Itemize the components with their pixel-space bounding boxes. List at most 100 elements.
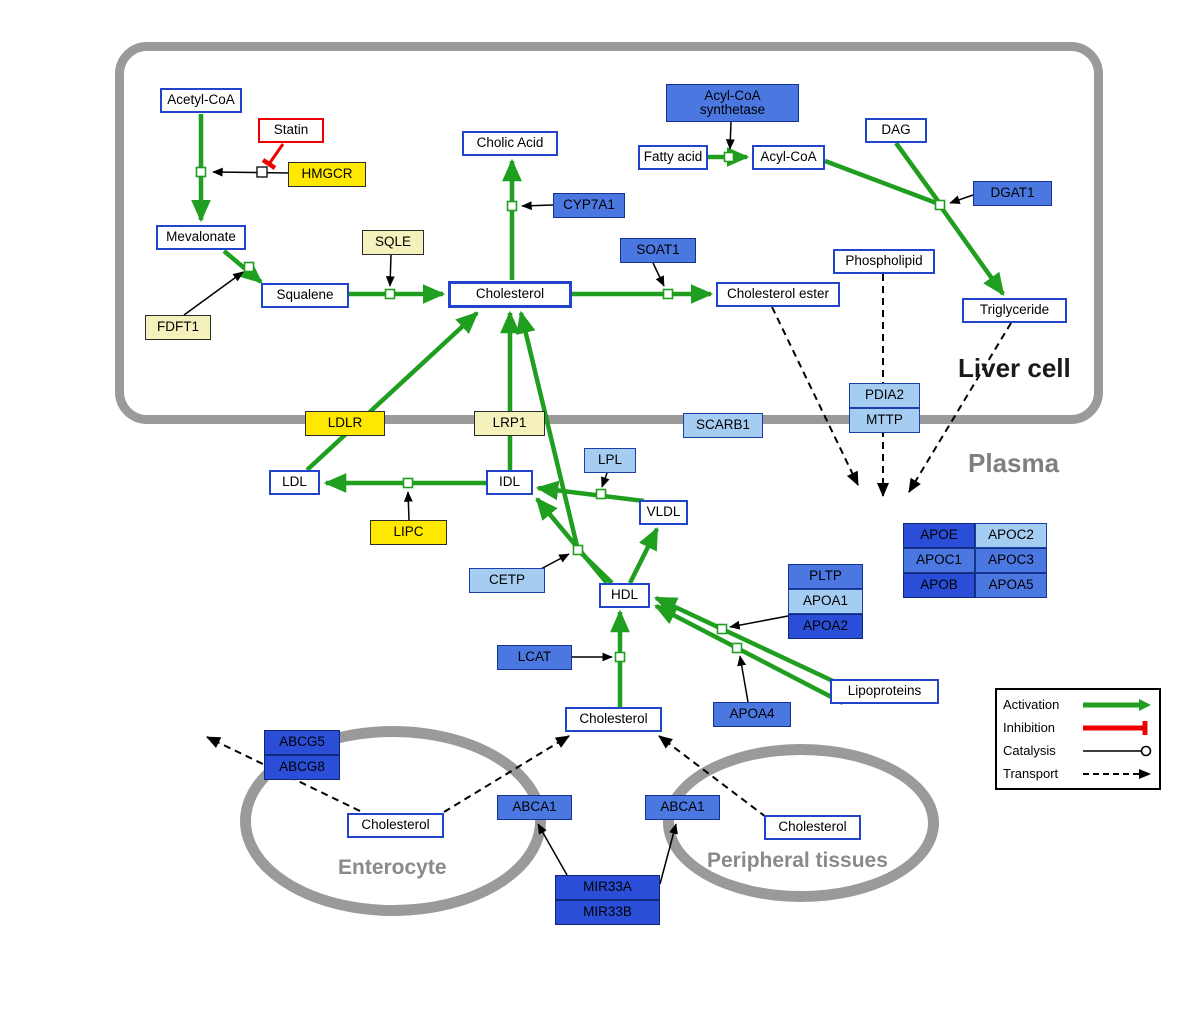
node-soat1[interactable]: SOAT1 [620, 238, 696, 263]
node-mttp[interactable]: MTTP [849, 408, 920, 433]
transport-peripheral-cholesterol-efflux [658, 735, 767, 818]
catalysis-cyp7a1 [521, 201, 554, 211]
reaction-anchor [731, 642, 743, 654]
node-ldl[interactable]: LDL [269, 470, 320, 495]
edge-mevalonate-to-squalene [222, 249, 263, 284]
node-triglyceride[interactable]: Triglyceride [962, 298, 1067, 323]
node-acyl-coa[interactable]: Acyl-CoA [752, 145, 825, 170]
legend-row-catalysis: Catalysis [1003, 743, 1153, 759]
reaction-anchor [595, 488, 607, 500]
node-statin[interactable]: Statin [258, 118, 324, 143]
node-lipc[interactable]: LIPC [370, 520, 447, 545]
node-mir33a[interactable]: MIR33A [555, 875, 660, 900]
activation-arrow-glyph [1083, 698, 1151, 711]
node-cyp7a1[interactable]: CYP7A1 [553, 193, 625, 218]
node-acyl-coa-synthetase[interactable]: Acyl-CoA synthetase [666, 84, 799, 122]
enterocyte-compartment [240, 726, 546, 916]
catalysis-soat1 [652, 262, 665, 287]
node-cholic-acid[interactable]: Cholic Acid [462, 131, 558, 156]
node-hmgcr[interactable]: HMGCR [288, 162, 366, 187]
edge-dag-to-dgat-junction [894, 141, 940, 203]
node-abcg5[interactable]: ABCG5 [264, 730, 340, 755]
node-fdft1[interactable]: FDFT1 [145, 315, 211, 340]
node-abcg8[interactable]: ABCG8 [264, 755, 340, 780]
node-cholesterol-plasma[interactable]: Cholesterol [565, 707, 662, 732]
node-lcat[interactable]: LCAT [497, 645, 572, 670]
node-cetp[interactable]: CETP [469, 568, 545, 593]
catalysis-lipc [403, 491, 413, 521]
enterocyte-label: Enterocyte [338, 856, 447, 879]
plasma-label: Plasma [968, 448, 1060, 478]
node-sqle[interactable]: SQLE [362, 230, 424, 255]
node-apob[interactable]: APOB [903, 573, 975, 598]
statin-hmgcr-junction-anchor [256, 166, 268, 178]
edge-dgat-junction-to-triglyceride [939, 205, 1005, 296]
node-apoc1[interactable]: APOC1 [903, 548, 975, 573]
node-scarb1[interactable]: SCARB1 [683, 413, 763, 438]
liver-cell-compartment [115, 42, 1103, 424]
node-cholesterol[interactable]: Cholesterol [448, 281, 572, 308]
node-mevalonate[interactable]: Mevalonate [156, 225, 246, 250]
node-apoa5[interactable]: APOA5 [975, 573, 1047, 598]
catalysis-cetp [538, 553, 570, 571]
node-phospholipid[interactable]: Phospholipid [833, 249, 935, 274]
node-dag[interactable]: DAG [865, 118, 927, 143]
node-mir33b[interactable]: MIR33B [555, 900, 660, 925]
node-cholesterol-peripheral[interactable]: Cholesterol [764, 815, 861, 840]
node-apoc2[interactable]: APOC2 [975, 523, 1047, 548]
node-abca1-enterocyte[interactable]: ABCA1 [497, 795, 572, 820]
reaction-anchor [402, 477, 414, 489]
node-cholesterol-enterocyte[interactable]: Cholesterol [347, 813, 444, 838]
reaction-anchor [384, 288, 396, 300]
transport-cholesterolester-to-plasma [771, 306, 859, 486]
node-apoa1[interactable]: APOA1 [788, 589, 863, 614]
node-squalene[interactable]: Squalene [261, 283, 349, 308]
node-abca1-peripheral[interactable]: ABCA1 [645, 795, 720, 820]
node-lipoproteins[interactable]: Lipoproteins [830, 679, 939, 704]
node-apoe[interactable]: APOE [903, 523, 975, 548]
reaction-anchor [195, 166, 207, 178]
catalysis-sqle [385, 254, 395, 287]
node-apoc3[interactable]: APOC3 [975, 548, 1047, 573]
interaction-mir33-abca1-left [537, 823, 568, 876]
liver-cell-label: Liver cell [958, 353, 1071, 383]
node-acetyl-coa[interactable]: Acetyl-CoA [160, 88, 242, 113]
inhibition-statin [267, 143, 285, 165]
legend-transport-label: Transport [1003, 766, 1059, 781]
reaction-anchor [614, 651, 626, 663]
node-cholesterol-ester[interactable]: Cholesterol ester [716, 282, 840, 307]
catalysis-acylcoa-synthetase [725, 121, 735, 150]
node-lrp1[interactable]: LRP1 [474, 411, 545, 436]
node-apoa4[interactable]: APOA4 [713, 702, 791, 727]
node-idl[interactable]: IDL [486, 470, 533, 495]
node-pltp[interactable]: PLTP [788, 564, 863, 589]
legend-catalysis-label: Catalysis [1003, 743, 1056, 758]
catalysis-circle-glyph [1083, 745, 1152, 756]
reaction-anchor [723, 151, 735, 163]
legend-row-transport: Transport [1003, 766, 1153, 782]
catalysis-lpl [601, 472, 610, 488]
reaction-anchor [934, 199, 946, 211]
reaction-anchor [572, 544, 584, 556]
node-lpl[interactable]: LPL [584, 448, 636, 473]
node-dgat1[interactable]: DGAT1 [973, 181, 1052, 206]
legend-activation-label: Activation [1003, 697, 1060, 712]
interaction-mir33-abca1-right [659, 823, 678, 885]
legend-row-activation: Activation [1003, 697, 1153, 713]
edge-hdl-to-idl [535, 497, 609, 585]
node-apoa2[interactable]: APOA2 [788, 614, 863, 639]
edge-lipoproteins-to-hdl-upper [653, 595, 834, 684]
node-fatty-acid[interactable]: Fatty acid [638, 145, 708, 170]
node-pdia2[interactable]: PDIA2 [849, 383, 920, 408]
inhibition-statin-tbar [261, 158, 277, 170]
edge-vldl-to-idl [535, 480, 645, 504]
node-vldl[interactable]: VLDL [639, 500, 688, 525]
inhibition-tbar-glyph [1083, 720, 1148, 735]
transport-triglyceride-to-plasma [908, 322, 1012, 493]
catalysis-apoa-complex [729, 615, 789, 630]
node-hdl[interactable]: HDL [599, 583, 650, 608]
reaction-anchor [716, 623, 728, 635]
node-ldlr[interactable]: LDLR [305, 411, 385, 436]
